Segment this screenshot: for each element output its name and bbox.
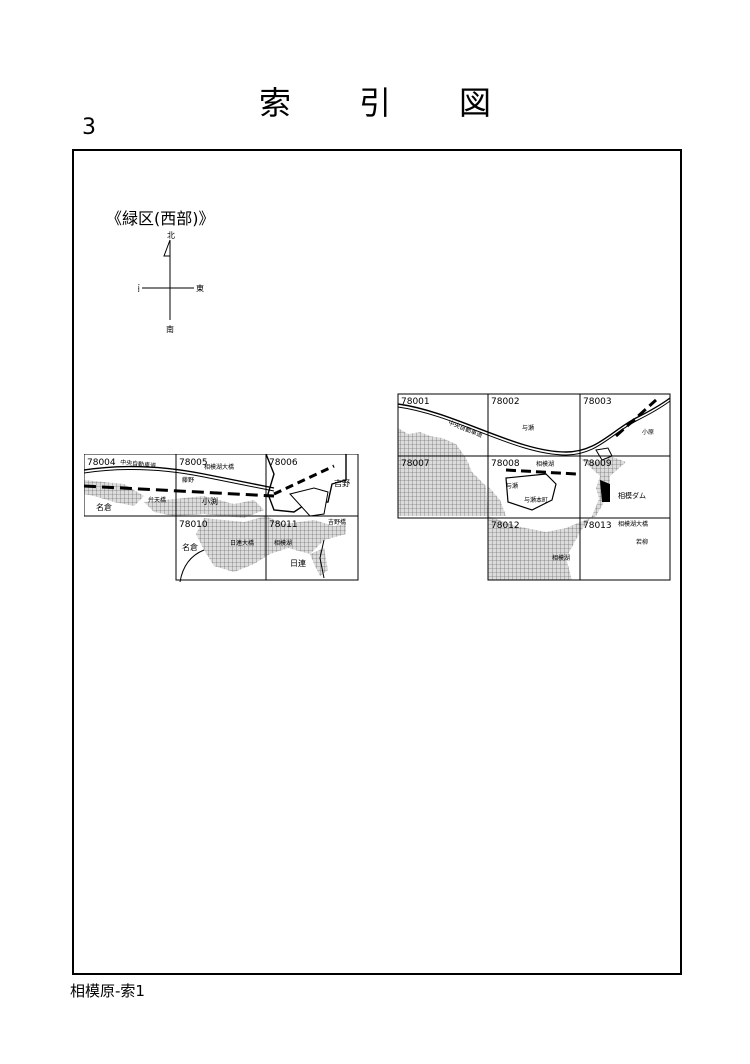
page-number: 3 xyxy=(82,115,96,140)
tile-78013[interactable]: 78013 xyxy=(583,521,612,531)
page-footer: 相模原-索1 xyxy=(70,982,145,1000)
compass-south: 南 xyxy=(166,324,174,334)
compass-west: 西 xyxy=(138,284,140,293)
tile-78010[interactable]: 78010 xyxy=(179,520,208,530)
tile-78003[interactable]: 78003 xyxy=(583,397,612,407)
tile-78009[interactable]: 78009 xyxy=(583,459,612,469)
map-frame xyxy=(72,149,682,975)
label-sagamiko-bottom: 相模湖 xyxy=(552,554,570,562)
label-sagami-dam: 相模ダム xyxy=(618,491,646,500)
label-kobuchi: 小渕 xyxy=(202,496,218,506)
compass-rose: 北 南 東 西 xyxy=(138,231,204,334)
label-benten-bridge: 弁天橋 xyxy=(148,496,166,504)
tile-78011[interactable]: 78011 xyxy=(269,520,298,530)
lake-area xyxy=(488,486,506,516)
label-sagamiko-top: 相模湖 xyxy=(536,460,554,468)
tile-78012[interactable]: 78012 xyxy=(491,521,520,531)
north-arrow-icon xyxy=(163,239,171,257)
label-yose-top: 与瀬 xyxy=(522,424,534,432)
tile-78008[interactable]: 78008 xyxy=(491,459,520,469)
label-fujino: 藤野 xyxy=(182,476,194,484)
tile-78004[interactable]: 78004 xyxy=(87,458,116,468)
page-title: 索引図 xyxy=(258,84,559,122)
tile-78002[interactable]: 78002 xyxy=(491,397,520,407)
lake-area xyxy=(580,456,626,502)
lake-area xyxy=(196,516,346,572)
compass-east: 東 xyxy=(196,283,204,293)
label-hizure-bridge: 日連大橋 xyxy=(230,539,254,547)
tile-78006[interactable]: 78006 xyxy=(269,458,298,468)
dam-icon xyxy=(600,480,610,502)
lake-area xyxy=(84,480,144,506)
label-sagamiko: 相模湖 xyxy=(274,539,292,547)
label-nagura-top: 名倉 xyxy=(96,502,112,512)
label-hizure: 日連 xyxy=(290,558,306,568)
label-obara: 小原 xyxy=(642,428,654,436)
compass-north: 北 xyxy=(167,231,175,240)
label-yoshino-bridge: 吉野橋 xyxy=(328,518,346,526)
tile-78001[interactable]: 78001 xyxy=(401,397,430,407)
east-index-map[interactable]: 78001 78002 78003 78007 78008 78009 7801… xyxy=(396,392,672,582)
label-nagura-bottom: 名倉 xyxy=(182,542,198,552)
label-yoshino: 吉野 xyxy=(334,479,350,488)
label-yose-honcho: 与瀬本町 xyxy=(524,496,548,504)
lake-area xyxy=(398,428,488,516)
label-wakayanagi: 若柳 xyxy=(636,538,648,546)
tile-78007[interactable]: 78007 xyxy=(401,459,430,469)
lake-area xyxy=(488,488,610,580)
tile-78005[interactable]: 78005 xyxy=(179,458,208,468)
lake-area xyxy=(144,496,264,518)
west-index-map[interactable]: 78004 78005 78006 78010 78011 中央自動車道 相模湖… xyxy=(84,454,362,582)
lake-area xyxy=(310,548,328,576)
label-yose: 与瀬 xyxy=(506,482,518,490)
label-sagamiko-bridge: 相模湖大橋 xyxy=(204,463,234,471)
label-sagamiko-bridge: 相模湖大橋 xyxy=(618,520,648,528)
label-expressway: 中央自動車道 xyxy=(120,458,157,470)
district-label: 《緑区(西部)》 xyxy=(106,209,215,228)
